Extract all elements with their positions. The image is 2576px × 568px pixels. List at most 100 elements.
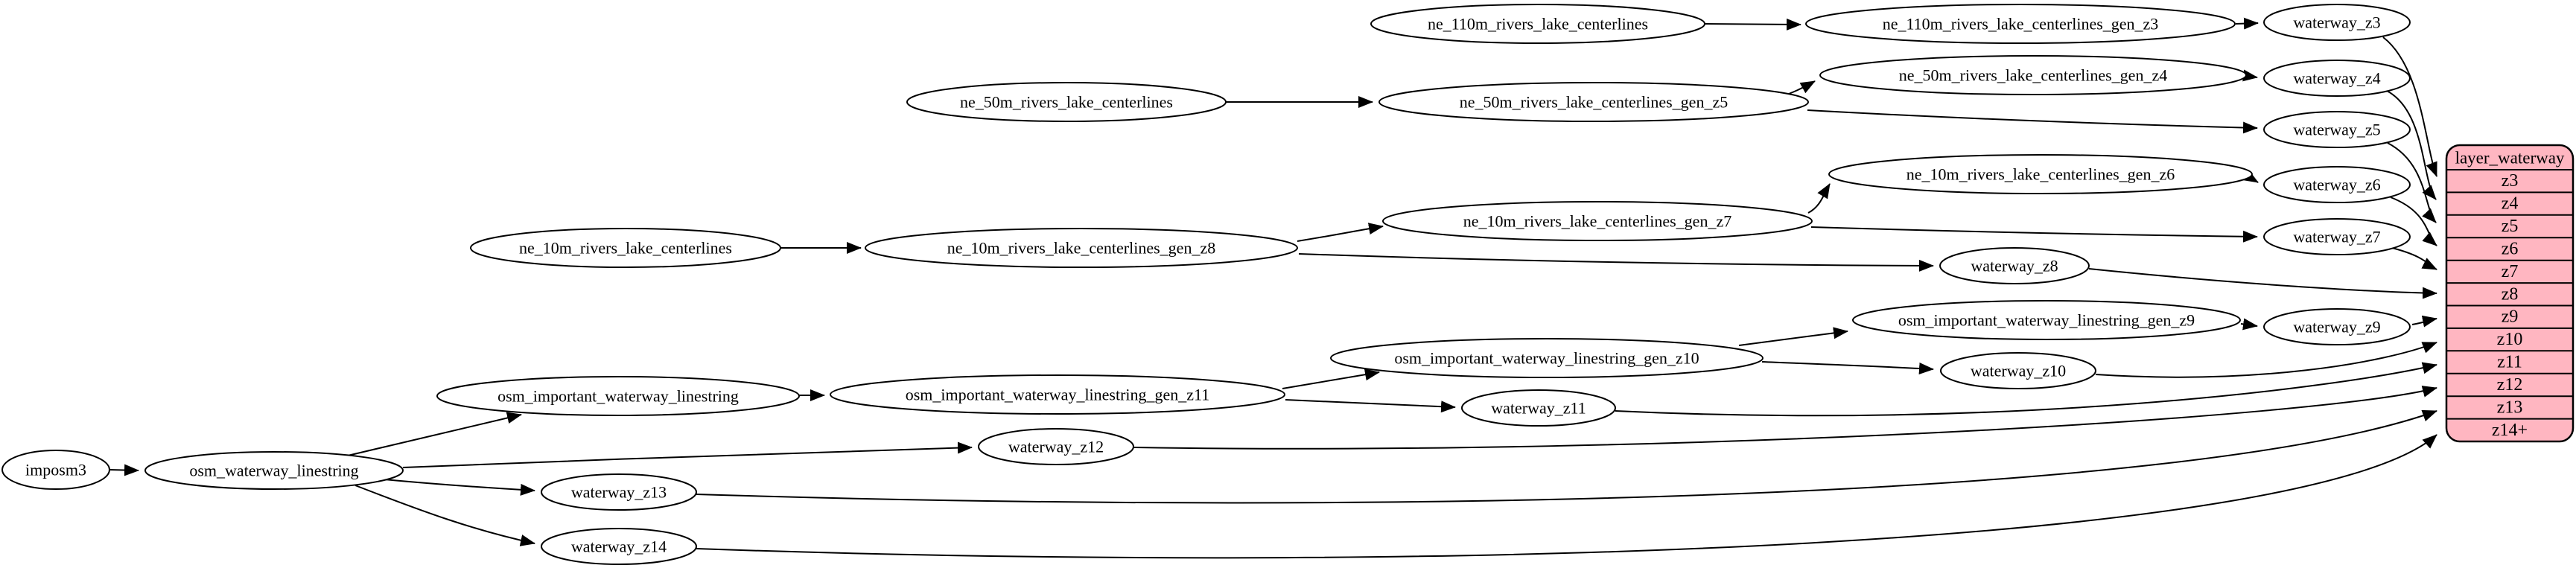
node-ne_10m_rivers_lake_centerlines: ne_10m_rivers_lake_centerlines	[470, 228, 781, 268]
record-row-z12: z12	[2497, 375, 2523, 395]
record-row-z14: z14+	[2492, 421, 2528, 440]
node-waterway_z6-label: waterway_z6	[2293, 176, 2380, 194]
node-osm_important_waterway_linestring-label: osm_important_waterway_linestring	[497, 387, 739, 406]
edge-waterway_z12-to-row_z12	[1133, 386, 2437, 450]
edge-gen_z9-to-waterway_z9	[2240, 318, 2258, 331]
node-ne_110m_rivers_lake_centerlines: ne_110m_rivers_lake_centerlines	[1370, 4, 1705, 44]
edge-osm_waterway_linestring-to-osm_important_waterway_linestring	[347, 412, 522, 456]
record-row-z3: z3	[2502, 171, 2519, 191]
node-waterway_z7: waterway_z7	[2263, 218, 2411, 255]
record-row-z10: z10	[2497, 330, 2523, 349]
node-waterway_z8: waterway_z8	[1939, 247, 2090, 284]
node-waterway_z11-label: waterway_z11	[1491, 399, 1586, 418]
node-waterway_z12: waterway_z12	[978, 428, 1134, 465]
node-ne_50m_gen_z5-label: ne_50m_rivers_lake_centerlines_gen_z5	[1460, 93, 1728, 112]
edge-osm_waterway_linestring-to-waterway_z14	[354, 485, 535, 546]
record-row-z6: z6	[2502, 240, 2519, 259]
node-ne_10m_rivers_lake_centerlines_gen_z6: ne_10m_rivers_lake_centerlines_gen_z6	[1828, 154, 2253, 194]
node-waterway_z7-label: waterway_z7	[2293, 228, 2380, 246]
node-waterway_z3-label: waterway_z3	[2293, 13, 2380, 32]
node-imposm3: imposm3	[1, 450, 110, 490]
node-waterway_z8-label: waterway_z8	[1971, 257, 2058, 275]
node-waterway_z10-label: waterway_z10	[1971, 362, 2066, 380]
node-waterway_z14: waterway_z14	[541, 528, 697, 565]
node-ne_10m_gen_z8-label: ne_10m_rivers_lake_centerlines_gen_z8	[947, 239, 1215, 258]
edge-gen_z5-to-waterway_z5	[1807, 109, 2258, 134]
edge-gen_z10-to-waterway_z10	[1761, 361, 1934, 374]
node-waterway_z9: waterway_z9	[2263, 308, 2411, 345]
edge-gen_z10-to-gen_z9	[1738, 327, 1848, 346]
node-waterway_z5-label: waterway_z5	[2293, 121, 2380, 139]
node-ne_50m_rivers_lake_centerlines_gen_z4: ne_50m_rivers_lake_centerlines_gen_z4	[1819, 55, 2247, 95]
record-row-z11: z11	[2497, 353, 2522, 372]
node-waterway_z6: waterway_z6	[2263, 166, 2411, 203]
node-waterway_z10: waterway_z10	[1940, 352, 2096, 389]
edge-gen_z3-to-waterway_z3	[2235, 17, 2259, 30]
node-osm_important_waterway_linestring_gen_z9: osm_important_waterway_linestring_gen_z9	[1852, 300, 2241, 340]
edge-waterway_z3-to-row_z3	[2382, 36, 2437, 177]
node-waterway_z11: waterway_z11	[1461, 389, 1616, 427]
node-osm_important_waterway_linestring_gen_z11: osm_important_waterway_linestring_gen_z1…	[830, 374, 1285, 415]
node-ne_110m_rivers_lake_centerlines_gen_z3: ne_110m_rivers_lake_centerlines_gen_z3	[1805, 4, 2236, 44]
edge-gen_z5-to-gen_z4	[1788, 80, 1816, 95]
edge-osm_waterway_linestring-to-waterway_z12	[402, 441, 973, 468]
edge-gen_z11-to-waterway_z11	[1285, 399, 1456, 413]
record-layer_waterway: layer_waterway z3 z4 z5 z6 z7 z8 z9 z10 …	[2445, 144, 2575, 443]
node-ne_110m_gen_z3-label: ne_110m_rivers_lake_centerlines_gen_z3	[1883, 15, 2159, 33]
edge-osm_waterway_linestring-to-waterway_z13	[384, 479, 535, 496]
node-waterway_z9-label: waterway_z9	[2293, 318, 2380, 336]
edge-waterway_z13-to-row_z13	[696, 409, 2437, 504]
node-imposm3-label: imposm3	[25, 461, 86, 479]
edge-ne_110m-to-gen_z3	[1704, 18, 1801, 31]
record-row-z4: z4	[2502, 194, 2519, 214]
node-osm_waterway_linestring: osm_waterway_linestring	[144, 451, 404, 490]
node-ne_50m-label: ne_50m_rivers_lake_centerlines	[960, 93, 1173, 112]
node-ne_50m_rivers_lake_centerlines_gen_z5: ne_50m_rivers_lake_centerlines_gen_z5	[1378, 82, 1809, 122]
edge-waterway_z7-to-row_z7	[2391, 247, 2437, 270]
edge-waterway_z4-to-row_z4	[2386, 90, 2437, 200]
node-osm_important_waterway_linestring_gen_z10: osm_important_waterway_linestring_gen_z1…	[1330, 338, 1764, 378]
node-ne_10m-label: ne_10m_rivers_lake_centerlines	[519, 239, 732, 258]
edge-gen_z7-to-gen_z6	[1807, 183, 1831, 214]
record-row-z8: z8	[2502, 284, 2519, 304]
node-waterway_z13-label: waterway_z13	[571, 483, 667, 502]
edge-waterway_z9-to-row_z9	[2411, 315, 2437, 328]
edge-waterway_z11-to-row_z11	[1615, 362, 2437, 417]
node-waterway_z3: waterway_z3	[2263, 4, 2411, 41]
record-row-z7: z7	[2502, 262, 2519, 281]
edge-waterway_z14-to-row_z14	[696, 434, 2437, 559]
node-waterway_z4: waterway_z4	[2263, 60, 2411, 97]
edge-gen_z4-to-waterway_z4	[2242, 69, 2258, 82]
record-title: layer_waterway	[2455, 149, 2565, 167]
node-osm_waterway_linestring-label: osm_waterway_linestring	[189, 462, 358, 480]
edge-waterway_z8-to-row_z8	[2088, 268, 2437, 299]
record-row-z9: z9	[2502, 307, 2519, 327]
record-row-z5: z5	[2502, 217, 2519, 236]
node-waterway_z13: waterway_z13	[541, 473, 697, 511]
edge-gen_z6-to-waterway_z6	[2242, 170, 2259, 183]
edge-waterway_z6-to-row_z6	[2390, 197, 2437, 246]
record-row-z13: z13	[2497, 398, 2523, 417]
node-ne_10m_gen_z6-label: ne_10m_rivers_lake_centerlines_gen_z6	[1906, 165, 2175, 184]
nodes: imposm3 osm_waterway_linestring osm_impo…	[1, 4, 2411, 565]
node-ne_50m_gen_z4-label: ne_50m_rivers_lake_centerlines_gen_z4	[1899, 66, 2167, 85]
edge-gen_z7-to-waterway_z7	[1810, 226, 2258, 243]
edge-gen_z8-to-waterway_z8	[1298, 253, 1934, 272]
node-waterway_z12-label: waterway_z12	[1008, 438, 1104, 456]
node-waterway_z4-label: waterway_z4	[2293, 69, 2380, 88]
node-ne_110m-label: ne_110m_rivers_lake_centerlines	[1428, 15, 1648, 33]
edge-gen_z11-to-gen_z10	[1282, 368, 1380, 389]
edge-waterway_z5-to-row_z5	[2387, 142, 2437, 223]
node-ne_10m_rivers_lake_centerlines_gen_z7: ne_10m_rivers_lake_centerlines_gen_z7	[1382, 201, 1813, 241]
node-waterway_z5: waterway_z5	[2263, 111, 2411, 148]
node-ne_50m_rivers_lake_centerlines: ne_50m_rivers_lake_centerlines	[906, 82, 1227, 122]
edge-waterway_z10-to-row_z10	[2095, 342, 2437, 378]
node-gen_z10-label: osm_important_waterway_linestring_gen_z1…	[1394, 349, 1699, 368]
node-gen_z9-label: osm_important_waterway_linestring_gen_z9	[1898, 311, 2195, 330]
node-gen_z11-label: osm_important_waterway_linestring_gen_z1…	[906, 386, 1210, 404]
node-ne_10m_gen_z7-label: ne_10m_rivers_lake_centerlines_gen_z7	[1463, 212, 1731, 231]
node-ne_10m_rivers_lake_centerlines_gen_z8: ne_10m_rivers_lake_centerlines_gen_z8	[865, 228, 1298, 268]
node-waterway_z14-label: waterway_z14	[571, 537, 667, 556]
edge-gen_z8-to-gen_z7	[1297, 223, 1384, 242]
